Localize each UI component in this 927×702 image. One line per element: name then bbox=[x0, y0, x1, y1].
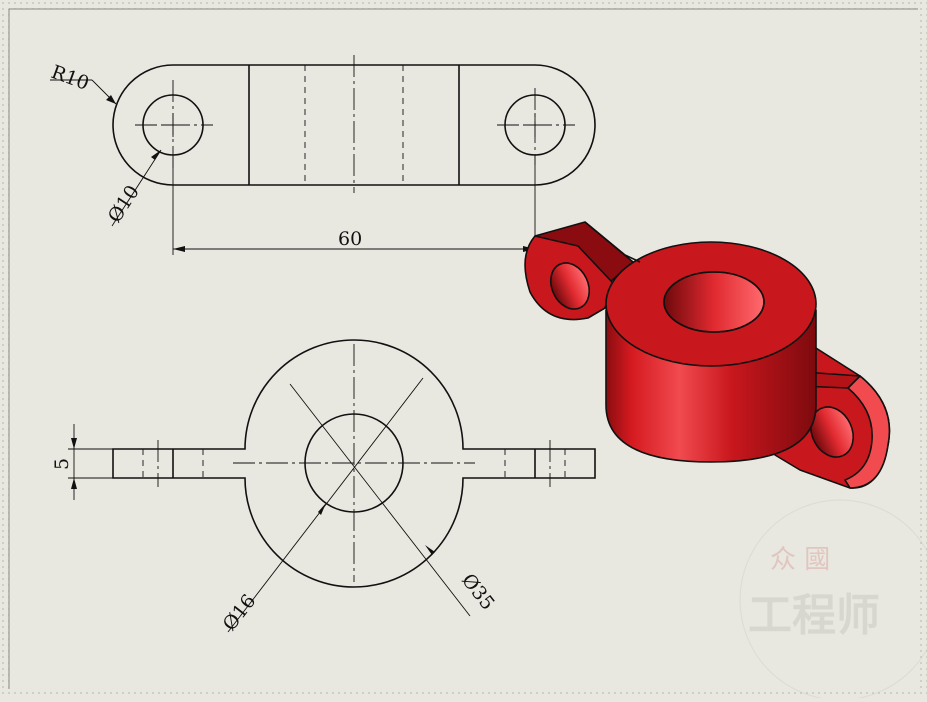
isometric-model bbox=[524, 221, 891, 489]
thickness-label: 5 bbox=[51, 458, 73, 470]
watermark-title: 工程师 bbox=[748, 590, 880, 641]
front-view-outline bbox=[112, 339, 596, 588]
watermark-seal: 众 國 bbox=[770, 545, 830, 575]
watermark: 众 國 工程师 bbox=[739, 499, 927, 701]
center-distance-label: 60 bbox=[338, 228, 362, 250]
